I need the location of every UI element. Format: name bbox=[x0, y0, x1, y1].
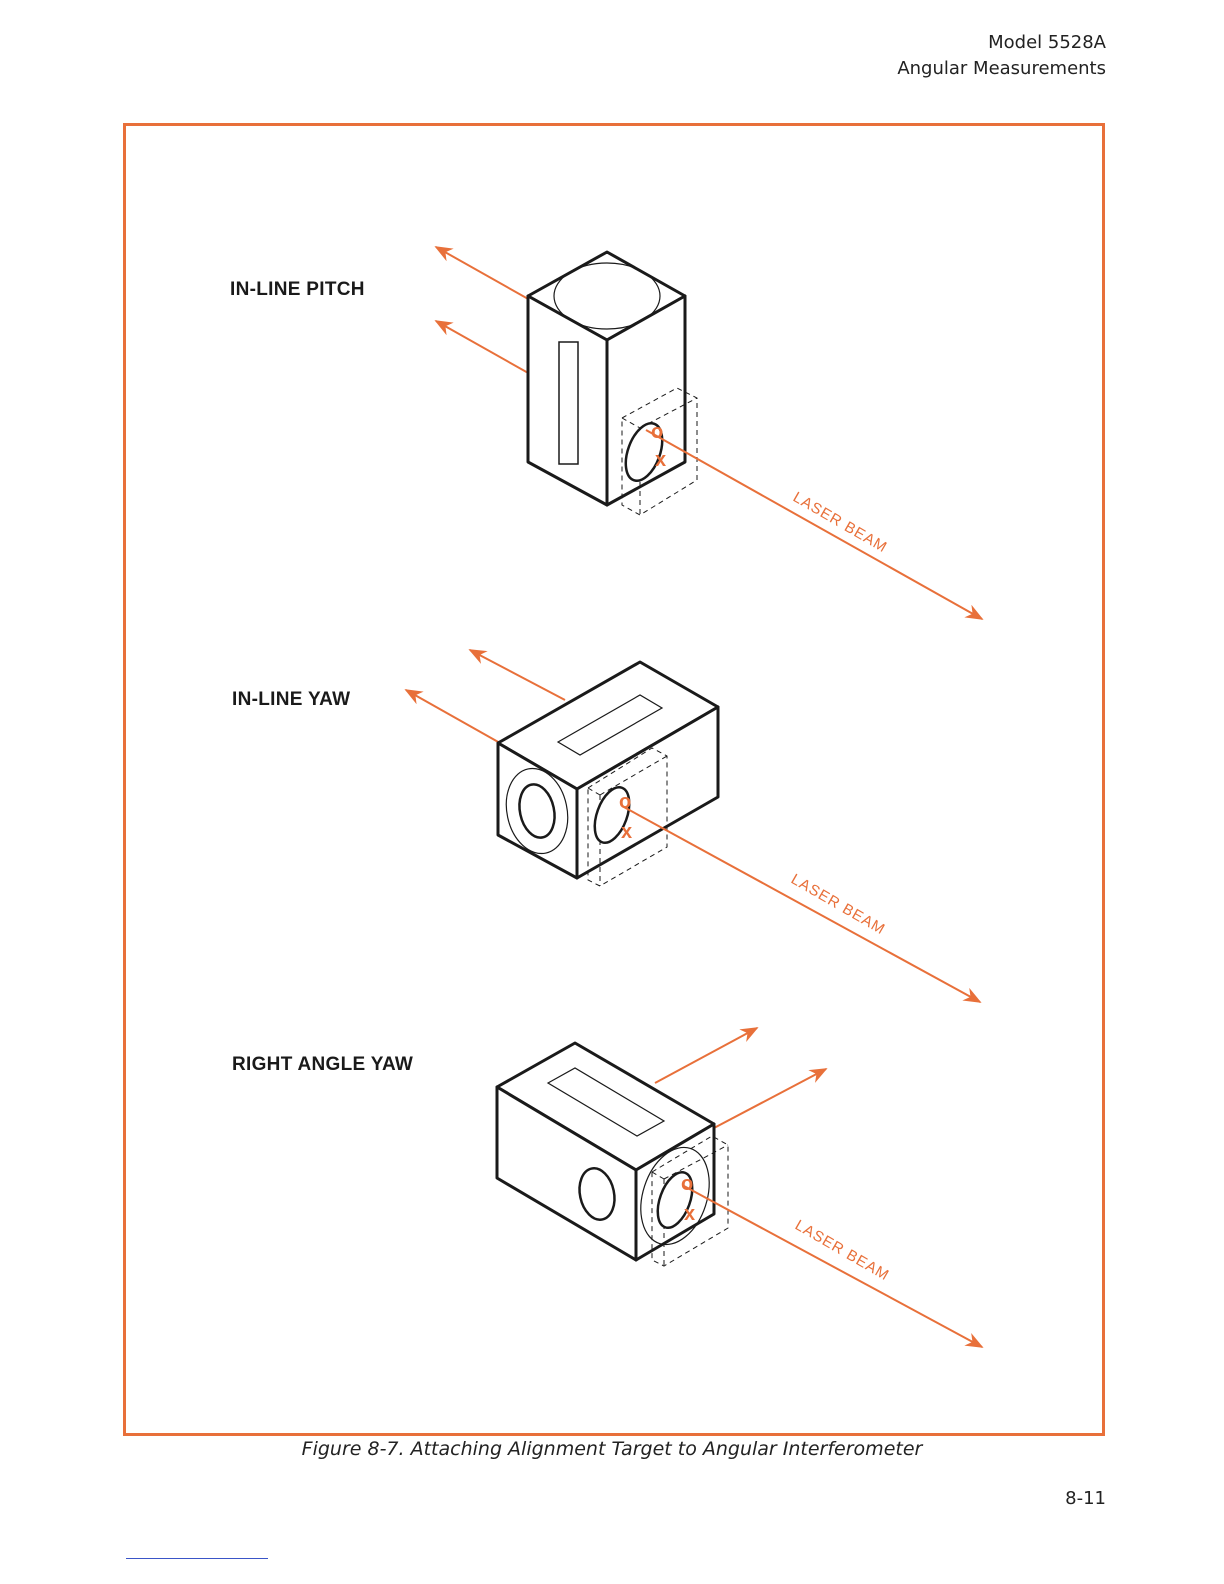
yaw-exit-beam-lower bbox=[406, 690, 500, 743]
figure-caption: Figure 8-7. Attaching Alignment Target t… bbox=[0, 1438, 1224, 1460]
pitch-laser-beam bbox=[646, 430, 982, 619]
right-angle-yaw-assembly: o x LASER BEAM bbox=[497, 1028, 982, 1347]
yaw-exit-beam-upper bbox=[470, 650, 565, 700]
page-number: 8-11 bbox=[1065, 1488, 1106, 1509]
interferometer-block bbox=[497, 1043, 714, 1260]
pitch-assembly: o x LASER BEAM bbox=[436, 247, 982, 619]
pitch-exit-beam-upper bbox=[436, 247, 530, 300]
beam-label-pitch: LASER BEAM bbox=[790, 489, 890, 557]
rightangle-laser-beam bbox=[684, 1186, 982, 1347]
pitch-exit-beam-lower bbox=[436, 321, 530, 374]
beam-label-right-angle-yaw: LASER BEAM bbox=[792, 1217, 892, 1285]
beam-spot-mark: x bbox=[684, 1203, 695, 1225]
return-spot-mark: o bbox=[681, 1173, 693, 1195]
inline-yaw-assembly: o x LASER BEAM bbox=[406, 650, 980, 1002]
inline-yaw-laser-beam bbox=[622, 806, 980, 1002]
rightangle-exit-beam-lower bbox=[714, 1069, 826, 1128]
rightangle-exit-beam-upper bbox=[655, 1028, 757, 1083]
beam-spot-mark: x bbox=[655, 449, 666, 471]
interferometer-block bbox=[498, 662, 718, 878]
beam-spot-mark: x bbox=[621, 821, 632, 843]
footer-rule bbox=[126, 1558, 268, 1559]
